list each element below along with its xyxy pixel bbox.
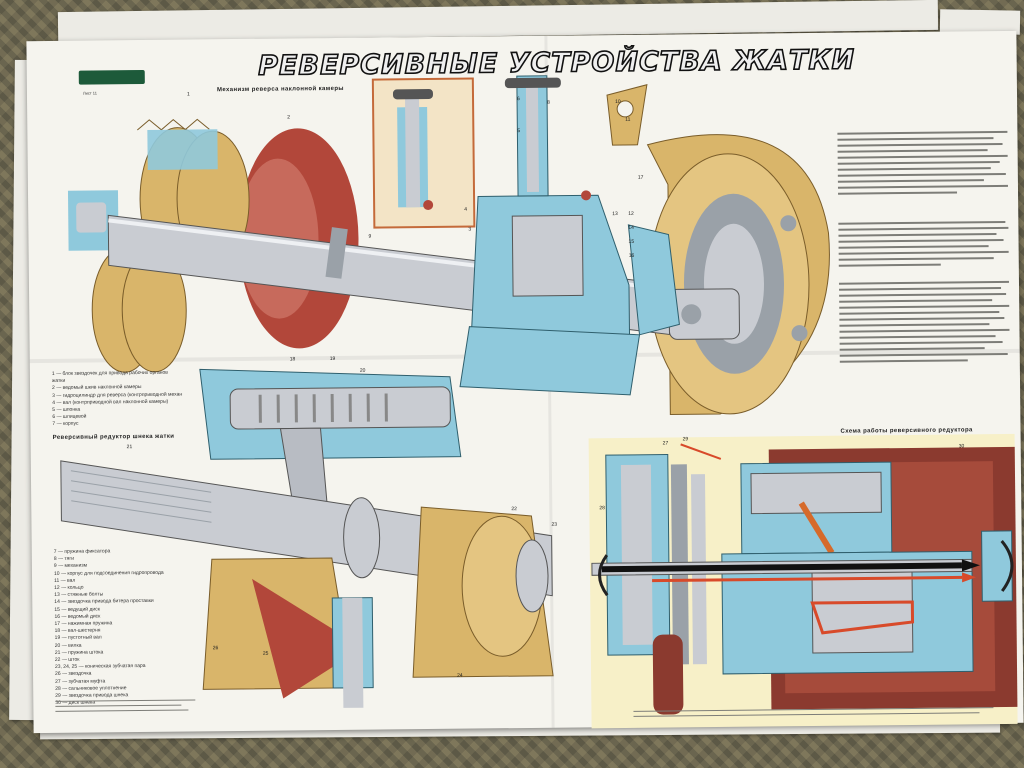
callout-label: 28 — [599, 505, 605, 512]
callout-label: 15 — [628, 238, 635, 245]
callout-label: 2 — [287, 114, 291, 121]
callout-label: 1 — [186, 91, 190, 98]
callout-label: 16 — [628, 252, 635, 259]
callout-label: 11 — [625, 116, 631, 123]
callout-label: 20 — [359, 367, 366, 374]
callout-label: 3 — [468, 226, 472, 233]
schema-drawing — [591, 443, 1018, 715]
callout-label: 8 — [547, 99, 550, 106]
description-text-top — [837, 130, 1008, 199]
callout-label: 29 — [682, 436, 689, 443]
callout-label: 6 — [517, 96, 520, 103]
callout-label: 25 — [262, 650, 269, 657]
legend-top: 1 — блок звездочек для привода рабочих о… — [52, 370, 183, 429]
callout-label: 30 — [958, 443, 965, 450]
footer-print-left — [55, 699, 196, 715]
callout-label: 26 — [212, 645, 219, 652]
callout-label: 9 — [368, 233, 372, 240]
callout-label: 24 — [457, 672, 463, 679]
legend-item: 4 — вал (контрприводной вал наклонной ка… — [52, 398, 169, 406]
description-text-mid — [838, 220, 1009, 271]
callout-label: 10 — [615, 98, 621, 106]
callout-label: 17 — [637, 174, 644, 181]
callout-label: 21 — [126, 444, 133, 451]
callout-label: 27 — [662, 440, 669, 447]
diagram-drawings — [60, 75, 830, 708]
callout-label: 19 — [329, 355, 336, 363]
callout-label: 5 — [517, 128, 521, 135]
callout-label: 14 — [628, 224, 634, 231]
poster-sheet: Лист 11 Реверсивные устройства жатки Мех… — [26, 30, 1024, 734]
callout-label: 22 — [511, 506, 517, 513]
description-text-bottom — [838, 280, 1010, 367]
callout-label: 13 — [612, 211, 618, 218]
callout-label: 12 — [628, 210, 634, 217]
callout-label: 18 — [289, 356, 296, 363]
callout-label: 4 — [464, 206, 468, 213]
callout-label: 23 — [551, 521, 558, 528]
legend-item: 7 — корпус — [52, 421, 79, 428]
